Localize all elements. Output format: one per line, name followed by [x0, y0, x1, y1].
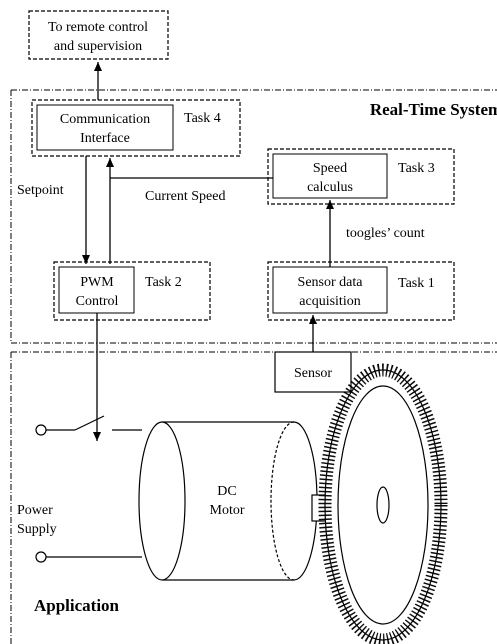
- power-line2: Supply: [17, 522, 57, 537]
- task1-label: Task 1: [398, 276, 435, 291]
- pwm-line1: PWM: [80, 275, 114, 290]
- terminal-bottom: [35, 551, 47, 563]
- pwm-control-block: PWM Control Task 2: [53, 261, 211, 321]
- acq-line2: acquisition: [299, 294, 360, 309]
- application-region: Application: [10, 351, 497, 644]
- comm-line1: Communication: [60, 112, 150, 127]
- terminal-top: [35, 424, 47, 436]
- switch-blade: [74, 415, 105, 431]
- current-speed-label: Current Speed: [145, 189, 225, 204]
- speed-line1: Speed: [313, 161, 347, 176]
- remote-supervision-box: To remote control and supervision: [28, 10, 169, 60]
- rts-title: Real-Time System: [370, 100, 497, 119]
- sensor-label: Sensor: [294, 366, 332, 381]
- encoder-disk: [318, 363, 448, 644]
- power-line1: Power: [17, 503, 53, 518]
- toggles-count-label: toogles’ count: [346, 226, 425, 241]
- sensor-box: Sensor: [274, 351, 352, 393]
- comm-line2: Interface: [80, 131, 130, 146]
- motor-line1: DC: [217, 484, 236, 499]
- dc-motor: [138, 421, 363, 581]
- acq-line1: Sensor data: [298, 275, 364, 290]
- motor-line2: Motor: [210, 503, 245, 518]
- communication-interface-block: Communication Interface Task 4: [31, 99, 241, 157]
- task4-label: Task 4: [184, 111, 221, 126]
- speed-calculus-block: Speed calculus Task 3: [267, 148, 455, 205]
- remote-line2: and supervision: [54, 39, 142, 54]
- power-switch-circuit: [35, 415, 142, 563]
- real-time-system-region: Real-Time System: [10, 89, 497, 344]
- setpoint-label: Setpoint: [17, 183, 64, 198]
- speed-line2: calculus: [307, 180, 353, 195]
- app-title: Application: [34, 596, 120, 615]
- task3-label: Task 3: [398, 161, 435, 176]
- sensor-acquisition-block: Sensor data acquisition Task 1: [267, 261, 455, 321]
- remote-line1: To remote control: [48, 20, 148, 35]
- pwm-line2: Control: [76, 294, 119, 309]
- task2-label: Task 2: [145, 275, 182, 290]
